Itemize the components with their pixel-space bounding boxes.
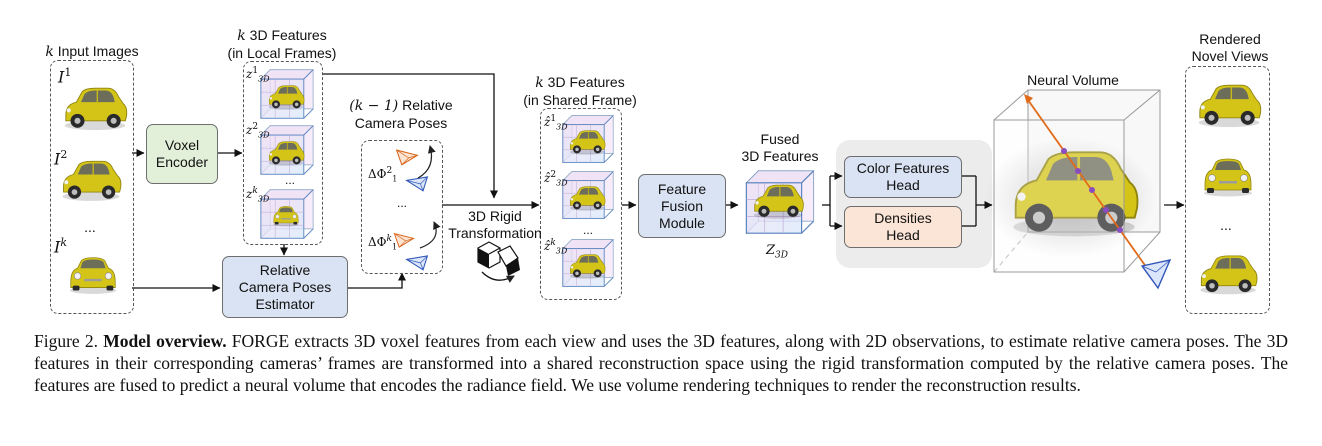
input-image-label-2: I2: [54, 148, 68, 169]
connectors: [132, 73, 1185, 292]
camera-pair-2: [396, 145, 436, 192]
relative-poses-ellipsis: ...: [396, 196, 407, 210]
caption-bold: Model overview.: [103, 331, 227, 351]
neural-volume-title: Neural Volume: [1027, 72, 1119, 88]
local-z-label-k: zk3D: [246, 186, 270, 204]
model-overview-figure: k Input Images k 3D Features (in Local F…: [45, 27, 1270, 318]
caption-text: FORGE extracts 3D voxel features from ea…: [34, 331, 1288, 395]
novel-views-title: Rendered Novel Views: [1191, 31, 1269, 64]
shared-z-label-1: ẑ13D: [544, 114, 568, 132]
rigid-transform-label: 3D Rigid Transformation: [448, 208, 542, 241]
fusion-module-box: Feature Fusion Module: [638, 174, 726, 238]
color-head-box: Color Features Head: [844, 156, 962, 198]
camera-pair-k: [393, 221, 441, 271]
density-head-box: Densities Head: [844, 206, 962, 248]
figure-caption: Figure 2. Model overview. FORGE extracts…: [34, 330, 1288, 396]
neural-volume: [984, 89, 1172, 290]
fused-voxel-cube: [745, 170, 815, 234]
shared-features-title: k 3D Features (in Shared Frame): [523, 74, 637, 108]
shared-z-label-2: ẑ23D: [544, 170, 568, 188]
shared-z-label-k: ẑk3D: [544, 238, 568, 256]
delta-phi-label-k: ΔΦk1: [368, 234, 398, 252]
input-images-title: k Input Images: [45, 43, 139, 60]
relative-poses-panel: [361, 140, 443, 274]
caption-prefix: Figure 2.: [34, 331, 104, 351]
local-features-panel: [243, 61, 323, 245]
pose-estimator-box: Relative Camera Poses Estimator: [222, 256, 348, 318]
fused-features-title: Fused 3D Features: [741, 131, 819, 164]
delta-phi-label-2: ΔΦ21: [368, 166, 398, 184]
local-features-title: k 3D Features (in Local Frames): [227, 27, 337, 61]
local-ellipsis: ...: [284, 173, 295, 187]
novel-views-panel: [1185, 66, 1270, 314]
novel-views-ellipsis: ...: [1220, 217, 1232, 233]
fused-z-label: Z3D: [766, 243, 788, 261]
shared-features-panel: [540, 108, 622, 300]
input-images-panel: [50, 60, 134, 314]
local-z-label-1: z13D: [246, 66, 270, 84]
voxel-encoder-box: Voxel Encoder: [146, 124, 218, 184]
input-image-label-1: I1: [58, 66, 72, 87]
local-z-label-2: z23D: [246, 122, 270, 140]
input-image-label-k: Ik: [54, 236, 67, 257]
input-images-ellipsis: ...: [84, 219, 96, 235]
relative-poses-title: (k − 1) Relative Camera Poses: [349, 97, 453, 131]
arrow-local-to-transform: [322, 73, 498, 199]
rigid-transform-icon: [477, 241, 520, 283]
arrow-estimator-to-poses: [348, 272, 406, 289]
shared-ellipsis: ...: [582, 223, 593, 237]
